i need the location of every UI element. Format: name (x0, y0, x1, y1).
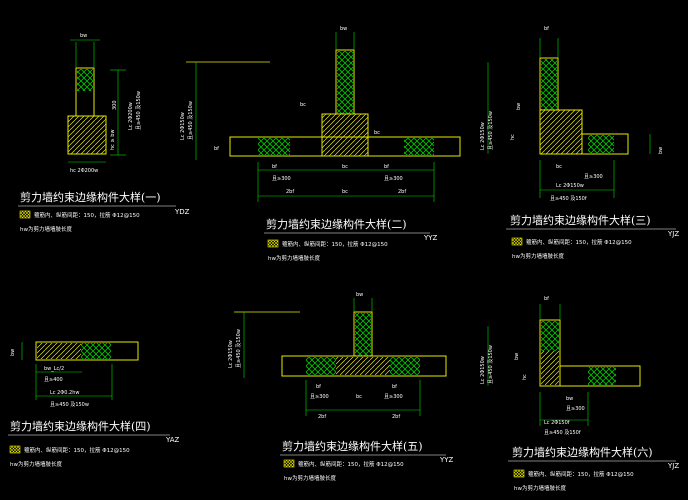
detail-2-dim: bf (214, 146, 219, 152)
legend-hatch-icon (19, 210, 31, 219)
detail-3-dim: Lc 2Φ150w (556, 183, 584, 189)
detail-2-note: hw为剪力墙墙肢长度 (268, 254, 320, 262)
legend-hatch-icon (9, 445, 21, 454)
detail-3-code: YJZ (667, 230, 679, 238)
detail-6-dim: hc (522, 374, 528, 380)
detail-5-dim: bw (356, 292, 363, 298)
detail-2-dim: bc (342, 189, 348, 195)
detail-5-dim: bf (316, 384, 321, 390)
detail-3-dim: 且≥300 (584, 174, 603, 180)
detail-2-dim: bc (374, 130, 380, 136)
detail-1-dim: hc 2Φ200w (70, 168, 98, 174)
detail-6-dim: bw (514, 353, 520, 360)
detail-3-dim: hc (510, 134, 516, 140)
detail-1-title: 剪力墙约束边缘构件大样(一) (20, 190, 161, 204)
detail-4-legend: 箍筋内、纵筋间距：150，拉筋 Φ12@150 (24, 446, 130, 454)
detail-4-drawing (21, 341, 139, 400)
detail-2-code: YYZ (423, 234, 438, 242)
detail-5-code: YYZ (439, 456, 454, 464)
detail-1-dim: 且≥450 及150w (136, 91, 142, 130)
detail-1-dim: hc ≥ bw (110, 129, 116, 150)
detail-5-drawing (234, 298, 447, 416)
detail-3-dim: bw (516, 103, 522, 110)
legend-hatch-icon (283, 459, 295, 468)
detail-3-legend: 箍筋内、纵筋间距：150，拉筋 Φ12@150 (526, 238, 632, 246)
detail-2-title: 剪力墙约束边缘构件大样(二) (266, 217, 407, 231)
legend-hatch-icon (511, 237, 523, 246)
detail-3-dim: 且≥450 及150f (550, 196, 587, 202)
detail-6-dim: bw (566, 396, 573, 402)
detail-1-note: hw为剪力墙墙肢长度 (20, 225, 72, 233)
detail-4-dim: bw_Lc/2 (44, 366, 64, 372)
detail-6-legend: 箍筋内、纵筋间距：150，拉筋 Φ12@150 (528, 470, 634, 478)
detail-1-drawing (67, 39, 126, 163)
detail-6-dim: 且≥450 及150f (544, 430, 581, 436)
detail-5-dim: 2bf (318, 414, 326, 420)
detail-6-dim: bf (544, 296, 549, 302)
detail-4-code: YAZ (165, 436, 180, 444)
detail-1-dim: bw (80, 33, 87, 39)
detail-4-dim: 且≥450 及150w (50, 402, 89, 408)
detail-4-dim: Lc 2Φ0.2hw (50, 390, 79, 396)
detail-3-dim: bw (658, 147, 664, 154)
detail-2-dim: bf (272, 164, 277, 170)
detail-6: bf Lc 2Φ150w 且≥450 及150w bw hc bw 且≥300 … (480, 296, 679, 492)
detail-3-dim: bf (544, 26, 549, 32)
detail-4: bw bw_Lc/2 且≥400 Lc 2Φ0.2hw 且≥450 及150w … (8, 341, 180, 468)
detail-5-dim: bc (356, 394, 362, 400)
detail-4-dim: 且≥400 (44, 377, 63, 383)
detail-5-dim: bf (392, 384, 397, 390)
detail-6-dim: Lc 2Φ150w (480, 356, 486, 384)
detail-2-dim: 2bf (398, 189, 406, 195)
detail-6-code: YJZ (667, 462, 679, 470)
legend-hatch-icon (267, 239, 279, 248)
detail-5-title: 剪力墙约束边缘构件大样(五) (282, 439, 423, 453)
detail-2-dim: Lc 2Φ150w (180, 112, 186, 140)
detail-5-dim: Lc 2Φ150w (228, 340, 234, 368)
detail-3: bf Lc 2Φ150w 且≥450 及150w bw hc bc bw 且≥3… (480, 26, 679, 260)
detail-5-dim: 且≥300 (384, 394, 403, 400)
detail-2-dim: bc (300, 102, 306, 108)
detail-3-dim: bc (556, 164, 562, 170)
detail-2-dim: 2bf (286, 189, 294, 195)
detail-6-note: hw为剪力墙墙肢长度 (514, 484, 566, 492)
detail-3-title: 剪力墙约束边缘构件大样(三) (510, 213, 651, 227)
detail-3-dim: 且≥450 及150w (488, 111, 494, 150)
detail-6-title: 剪力墙约束边缘构件大样(六) (512, 445, 653, 459)
detail-5-legend: 箍筋内、纵筋间距：150，拉筋 Φ12@150 (298, 460, 404, 468)
detail-2-dim: bc (342, 164, 348, 170)
detail-6-dim: 且≥300 (566, 406, 585, 412)
detail-5-note: hw为剪力墙墙肢长度 (284, 474, 336, 482)
detail-2-drawing (186, 32, 461, 202)
detail-4-dim: bw (10, 349, 16, 356)
detail-1-code: YDZ (174, 208, 190, 216)
detail-1-legend: 箍筋内、纵筋间距：150，拉筋 Φ12@150 (34, 211, 140, 219)
detail-2: bw Lc 2Φ150w 且≥450 及150w bf bc bc bf bf … (180, 26, 461, 262)
detail-3-note: hw为剪力墙墙肢长度 (512, 252, 564, 260)
detail-2-dim: 且≥300 (384, 176, 403, 182)
detail-4-note: hw为剪力墙墙肢长度 (10, 460, 62, 468)
detail-2-legend: 箍筋内、纵筋间距：150，拉筋 Φ12@150 (282, 240, 388, 248)
detail-5-dim: 且≥300 (310, 394, 329, 400)
detail-5: bw Lc 2Φ150w 且≥450 及150w bf bf 且≥300 bc … (228, 292, 454, 482)
detail-6-dim: Lc 2Φ150f (544, 420, 570, 426)
detail-6-dim: 且≥450 及150w (488, 345, 494, 384)
legend-hatch-icon (513, 469, 525, 478)
detail-3-drawing (487, 38, 651, 198)
detail-2-dim: 且≥300 (272, 176, 291, 182)
detail-3-dim: Lc 2Φ150w (480, 122, 486, 150)
detail-1-dim: 300 (112, 100, 118, 110)
detail-2-dim: bw (340, 26, 347, 32)
detail-4-title: 剪力墙约束边缘构件大样(四) (10, 419, 151, 433)
detail-6-drawing (487, 304, 641, 426)
detail-5-dim: 且≥450 及150w (236, 329, 242, 368)
detail-5-dim: 2bf (392, 414, 400, 420)
detail-2-dim: bf (384, 164, 389, 170)
detail-1: bw 300 Lc 2Φ200w 且≥450 及150w hc 2Φ200w h… (18, 33, 190, 233)
detail-2-dim: 且≥450 及150w (188, 101, 194, 140)
detail-1-dim: Lc 2Φ200w (128, 102, 134, 130)
